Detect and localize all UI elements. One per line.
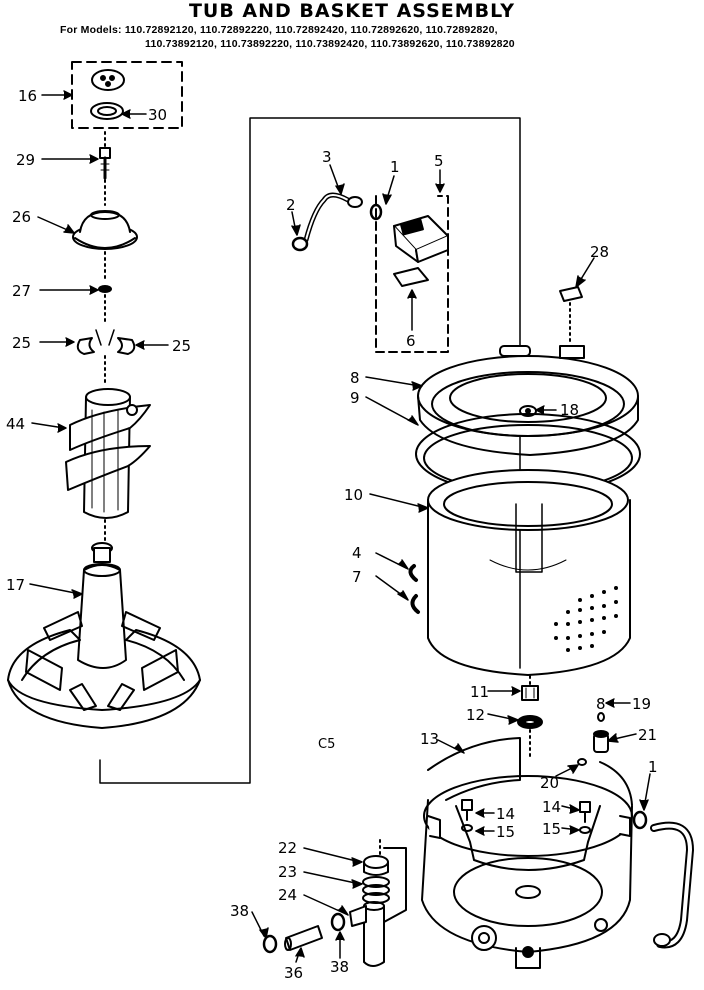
part-14-bolt-right [579,801,591,823]
callout-27: 27 [12,282,31,300]
part-38-clamp-left [262,934,278,954]
callout-30: 30 [148,106,167,124]
callout-36: 36 [284,964,303,982]
part-26-agitator-cap [72,210,138,250]
part-23-spring [362,876,390,904]
callout-1-top: 1 [390,158,400,176]
part-10-basket [427,469,631,676]
part-38-clamp-right [330,912,346,932]
part-15-washer-left [461,824,473,832]
part-24-hose-elbow [349,847,407,967]
part-3-hose [303,192,363,243]
callout-5: 5 [434,152,444,170]
callout-11: 11 [470,683,489,701]
part-8-tub-ring [417,345,639,456]
part-1-clamp-hose [632,810,694,949]
callout-16: 16 [18,87,37,105]
callout-25-right: 25 [172,337,191,355]
part-group-box-5-6 [375,195,449,353]
part-36-hose-piece [284,925,323,951]
callout-38-right: 38 [330,958,349,976]
part-2-clamp [291,236,309,252]
diagram-title: TUB AND BASKET ASSEMBLY [188,0,516,22]
callout-28: 28 [590,243,609,261]
part-19-ball [597,712,605,722]
callout-25-left: 25 [12,334,31,352]
callout-38-left: 38 [230,902,249,920]
callout-2: 2 [286,196,296,214]
callout-12: 12 [466,706,485,724]
part-12-seal [517,715,543,729]
callout-4: 4 [352,544,362,562]
connector-line [99,117,521,784]
callout-26: 26 [12,208,31,226]
part-16-cap [91,69,125,91]
callout-29: 29 [16,151,35,169]
part-30-ring [90,102,124,120]
part-4-clip [408,564,418,582]
callout-14-right: 14 [542,798,561,816]
part-27-washer [98,285,112,293]
callout-44: 44 [6,415,25,433]
callout-22: 22 [278,839,297,857]
callout-14-left: 14 [496,805,515,823]
part-5-pressure-switch [393,215,449,263]
callout-7: 7 [352,568,362,586]
part-6-bracket [393,267,429,287]
part-15-washer-right [579,826,591,834]
callout-23: 23 [278,863,297,881]
part-14-bolt-left [461,799,473,821]
callout-19: 19 [632,695,651,713]
callout-15-right: 15 [542,820,561,838]
callout-18: 18 [560,401,579,419]
part-25-clips [76,329,136,355]
part-22-cap [363,855,389,876]
callout-10: 10 [344,486,363,504]
callout-20: 20 [540,774,559,792]
callout-17: 17 [6,576,25,594]
models-line-2: 110.73892120, 110.73892220, 110.73892420… [145,38,515,50]
callout-21: 21 [638,726,657,744]
callout-6: 6 [406,332,416,350]
callout-1-bottom: 1 [648,758,658,776]
callout-9: 9 [350,389,360,407]
part-17-agitator-base [7,542,201,729]
part-21-check-valve [593,730,609,753]
part-7-clip [410,594,420,614]
part-28-clip [559,286,583,302]
part-13-outer-tub [421,737,633,969]
part-44-agitator-auger [65,388,151,519]
callout-24: 24 [278,886,297,904]
callout-13: 13 [420,730,439,748]
part-20-washer [577,758,587,766]
callout-3: 3 [322,148,332,166]
callout-8-lower: 8 [596,695,606,713]
callout-15-left: 15 [496,823,515,841]
part-11-nut [521,685,539,701]
diagram-code: C5 [318,737,335,752]
callout-8: 8 [350,369,360,387]
models-line-1: For Models: 110.72892120, 110.72892220, … [60,24,498,36]
part-29-bolt [99,147,111,180]
